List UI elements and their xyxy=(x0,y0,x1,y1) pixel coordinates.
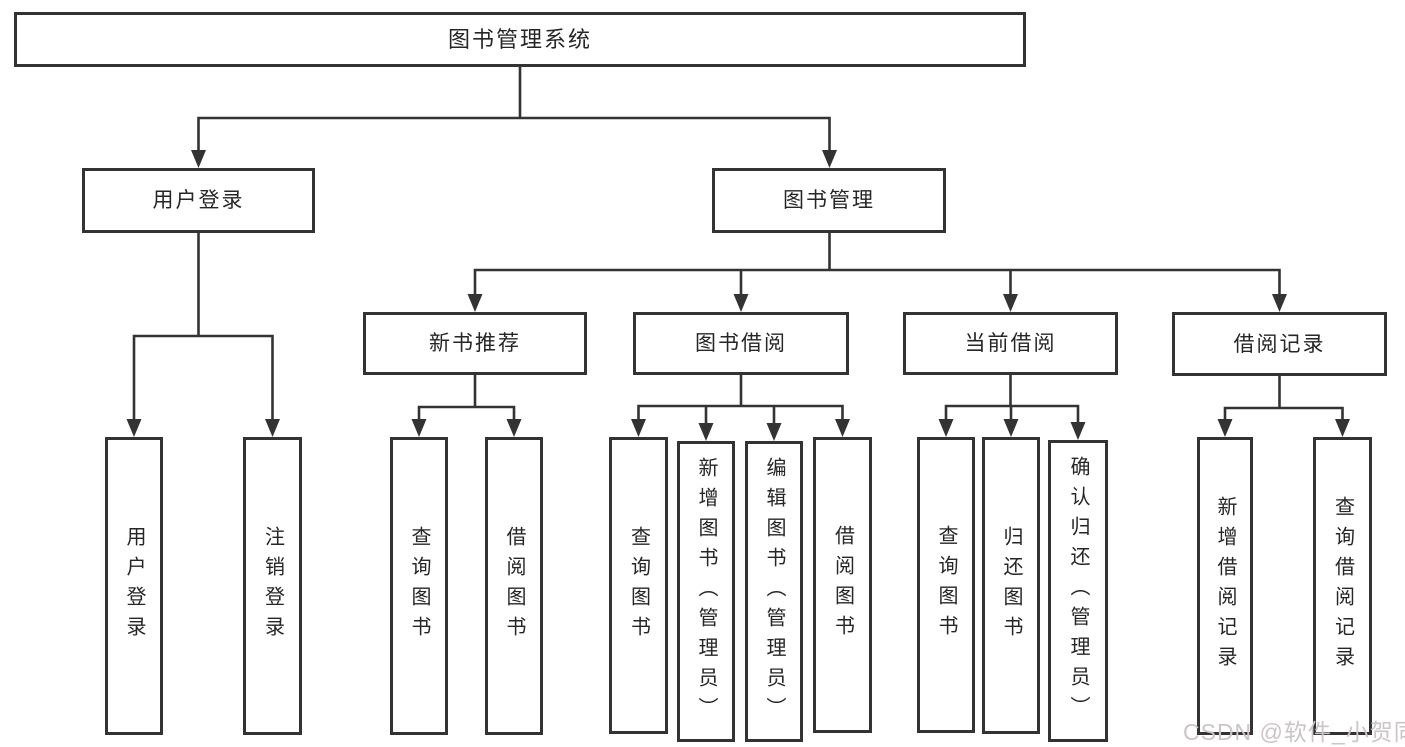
leaf-user-login: 用户登录 xyxy=(105,437,163,735)
node-label: 查询图书 xyxy=(408,526,430,646)
csdn-watermark: CSDN @软件_小贺同学 xyxy=(1183,719,1405,745)
node-label: 注销登录 xyxy=(261,526,284,646)
node-label: 新增借阅记录 xyxy=(1214,496,1236,676)
node-label: 图书管理系统 xyxy=(447,26,592,52)
node-borrow-record: 借阅记录 xyxy=(1172,312,1387,376)
node-book-borrow: 图书借阅 xyxy=(633,312,849,375)
node-label: 新书推荐 xyxy=(429,332,521,355)
node-label: 用户登录 xyxy=(123,526,145,646)
node-label: 编辑图书（管理员） xyxy=(763,456,785,727)
node-new-book-recommend: 新书推荐 xyxy=(363,312,587,375)
node-label: 借阅图书 xyxy=(503,526,525,646)
leaf-edit-book-admin: 编辑图书（管理员） xyxy=(745,441,803,742)
node-label: 查询图书 xyxy=(627,525,650,646)
node-label: 查询图书 xyxy=(935,525,957,645)
leaf-confirm-return-admin: 确认归还（管理员） xyxy=(1048,440,1108,742)
leaf-borrow-book: 借阅图书 xyxy=(813,437,872,733)
leaf-return-book: 归还图书 xyxy=(982,437,1040,734)
leaf-borrow-book-recommend: 借阅图书 xyxy=(485,437,543,735)
leaf-logout: 注销登录 xyxy=(243,437,302,735)
leaf-add-book-admin: 新增图书（管理员） xyxy=(677,441,735,742)
node-label: 借阅图书 xyxy=(831,525,854,645)
leaf-add-borrow-record: 新增借阅记录 xyxy=(1197,437,1253,735)
node-library-management-system: 图书管理系统 xyxy=(14,12,1026,67)
leaf-search-book-borrow: 查询图书 xyxy=(609,437,668,734)
leaf-search-book-recommend: 查询图书 xyxy=(390,437,448,735)
leaf-search-borrow-record: 查询借阅记录 xyxy=(1313,437,1372,735)
node-book-management: 图书管理 xyxy=(712,168,946,233)
node-current-borrow: 当前借阅 xyxy=(903,312,1118,375)
node-label: 借阅记录 xyxy=(1233,332,1326,356)
node-label: 用户登录 xyxy=(152,189,245,212)
node-label: 图书管理 xyxy=(783,189,875,212)
node-label: 查询借阅记录 xyxy=(1331,496,1354,676)
leaf-search-book-current: 查询图书 xyxy=(917,437,975,733)
node-label: 图书借阅 xyxy=(695,332,787,355)
node-label: 确认归还（管理员） xyxy=(1067,456,1089,726)
node-label: 当前借阅 xyxy=(964,332,1057,355)
node-user-login: 用户登录 xyxy=(82,168,315,233)
node-label: 新增图书（管理员） xyxy=(695,456,717,727)
node-label: 归还图书 xyxy=(1000,525,1022,646)
